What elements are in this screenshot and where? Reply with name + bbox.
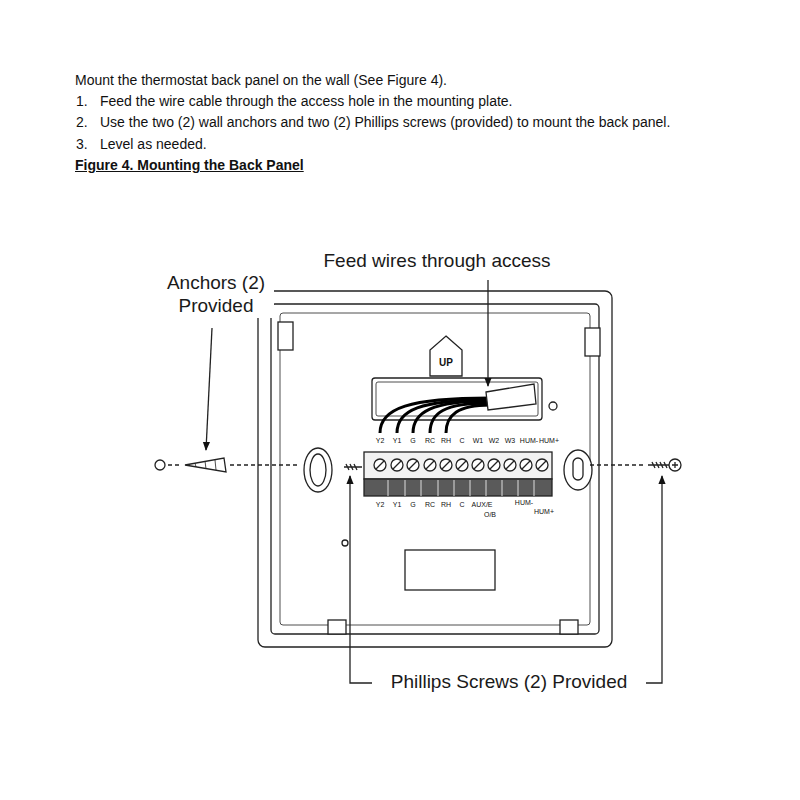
terminal-label: Y1 [393, 437, 402, 444]
panel-inner [280, 313, 590, 625]
step-number: 3. [76, 136, 88, 152]
terminal-label: G [410, 437, 415, 444]
leader-line [646, 476, 662, 683]
callout-label: Feed wires through access [321, 250, 552, 272]
panel-frame [271, 304, 599, 634]
panel-clip [560, 620, 578, 634]
mounting-slot [310, 454, 326, 486]
screw-head [669, 459, 681, 471]
phillips-screw [648, 462, 670, 468]
wall-anchor [185, 458, 226, 472]
panel-hole [549, 402, 557, 410]
figure-title: Figure 4. Mounting the Back Panel [75, 157, 304, 173]
leader-line [350, 476, 372, 683]
terminal-label: W1 [473, 437, 484, 444]
terminal-label: Y2 [376, 501, 385, 508]
terminal-label: RH [441, 501, 451, 508]
terminal-block [364, 452, 552, 479]
mounting-slot [573, 458, 583, 480]
terminal-label: Y1 [393, 501, 402, 508]
terminal-label: HUM+ [534, 508, 554, 515]
panel-hole [342, 540, 348, 546]
terminal-label: RC [425, 501, 435, 508]
terminal-label: C [459, 501, 464, 508]
instruction-text: Feed the wire cable through the access h… [100, 93, 512, 109]
panel-clip [328, 620, 346, 634]
terminal-label: W2 [489, 437, 500, 444]
terminal-label: HUM+ [539, 437, 559, 444]
terminal-label: C [459, 437, 464, 444]
instruction-text: Level as needed. [100, 136, 207, 152]
alignment-line [590, 464, 646, 465]
callout-label: Phillips Screws (2) Provided [389, 671, 630, 693]
step-number: 2. [76, 114, 88, 130]
instruction-text: Use the two (2) wall anchors and two (2)… [100, 114, 670, 130]
terminal-label: RH [441, 437, 451, 444]
terminal-dividers [388, 480, 534, 496]
wall-hole [155, 460, 165, 470]
terminal-label: W3 [505, 437, 516, 444]
panel-window [405, 550, 495, 590]
leader-line [487, 280, 488, 386]
callout-label: Anchors (2) Provided [158, 272, 274, 318]
terminal-label: Y2 [376, 437, 385, 444]
terminal-label: RC [425, 437, 435, 444]
up-arrow [430, 336, 462, 376]
anchor-ribs [195, 460, 216, 470]
terminal-label: HUM- [520, 437, 538, 444]
terminal-label: AUX/E [471, 501, 492, 508]
step-number: 1. [76, 93, 88, 109]
panel-clip [278, 322, 293, 350]
mounting-hole [564, 450, 592, 490]
wire-bundle [380, 398, 490, 433]
terminal-label: O/B [484, 511, 496, 518]
back-panel [258, 291, 612, 647]
up-marker: UP [439, 357, 453, 369]
leader-line [206, 328, 212, 450]
screw-cross [672, 462, 678, 468]
instruction-text: Mount the thermostat back panel on the w… [75, 72, 447, 88]
panel-clip [585, 328, 600, 356]
terminal-base [364, 479, 552, 496]
terminal-screws [374, 459, 548, 471]
mounting-hole [304, 448, 332, 492]
terminal-label: HUM- [515, 499, 533, 506]
side-screw [344, 464, 362, 470]
wire-cable [486, 384, 536, 410]
terminal-label: G [410, 501, 415, 508]
